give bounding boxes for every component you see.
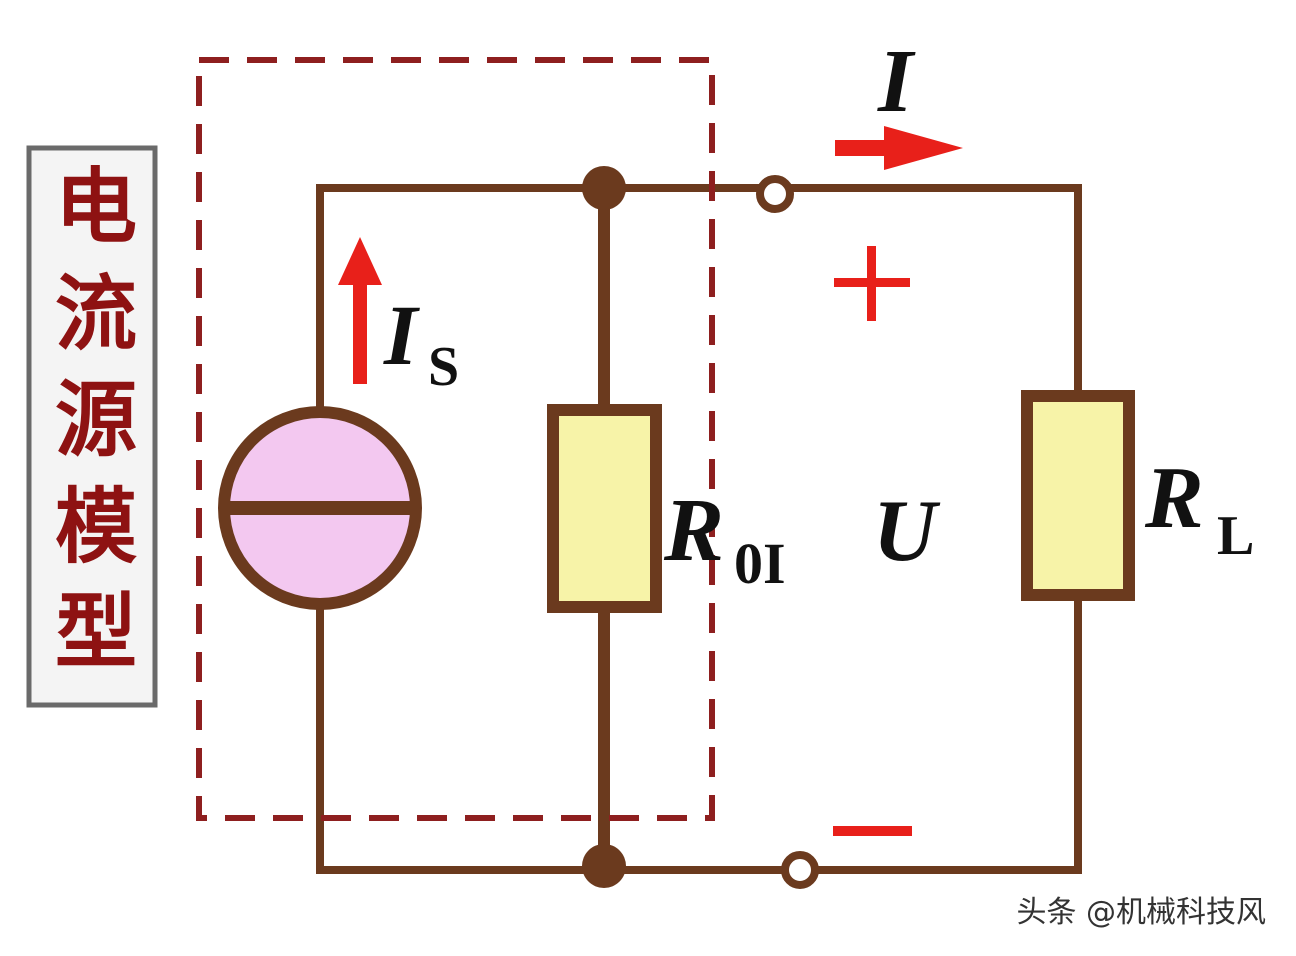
minus-sign bbox=[833, 826, 912, 836]
side-label-char-1: 电 bbox=[55, 160, 137, 255]
internal-resistor-subscript: 0I bbox=[734, 531, 786, 596]
source-current-label: I bbox=[383, 287, 420, 383]
current-source-symbol bbox=[218, 406, 422, 610]
output-current-label: I bbox=[877, 32, 916, 131]
internal-resistor-label: R bbox=[663, 481, 724, 580]
side-label-char-4: 模 bbox=[55, 480, 137, 575]
side-label-char-5: 型 bbox=[55, 585, 137, 680]
voltage-label: U bbox=[873, 483, 941, 580]
load-resistor bbox=[1021, 390, 1135, 601]
bottom-right-wire bbox=[811, 594, 1082, 874]
bottom-terminal bbox=[781, 851, 819, 889]
label-box bbox=[26, 145, 158, 708]
top-right-wire bbox=[786, 184, 1082, 396]
current-source-model-box bbox=[196, 57, 715, 821]
side-label-char-3: 源 bbox=[55, 373, 137, 468]
left-wire-lower bbox=[316, 604, 789, 874]
load-resistor-label: R bbox=[1144, 450, 1204, 547]
load-resistor-subscript: L bbox=[1217, 505, 1254, 567]
source-current-subscript: S bbox=[428, 336, 459, 398]
side-label-char-2: 流 bbox=[55, 267, 137, 362]
output-current-arrow-icon bbox=[835, 126, 963, 170]
top-junction bbox=[582, 166, 626, 210]
bottom-junction bbox=[582, 844, 626, 888]
plus-sign bbox=[834, 246, 910, 321]
source-current-arrow-icon bbox=[338, 237, 382, 384]
top-terminal bbox=[756, 175, 794, 213]
watermark: 头条 @机械科技风 bbox=[1016, 895, 1266, 930]
internal-resistor bbox=[547, 404, 662, 613]
